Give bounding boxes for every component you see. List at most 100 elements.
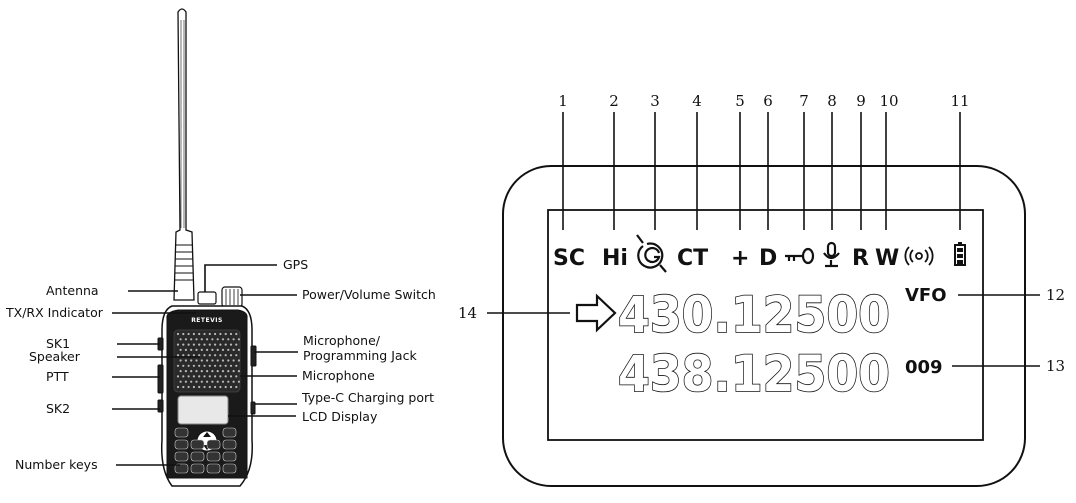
grille-hole — [184, 338, 187, 341]
grille-hole — [206, 338, 209, 341]
signal-waves-icon — [904, 246, 934, 266]
grille-hole — [187, 332, 190, 336]
label-ptt: PTT — [46, 369, 69, 384]
grille-hole — [176, 343, 180, 346]
grille-hole — [184, 348, 187, 351]
grille-hole — [206, 348, 209, 351]
grille-hole — [229, 343, 233, 346]
active-channel-arrow — [575, 293, 617, 333]
label-sk1: SK1 — [46, 336, 70, 351]
programming-jack — [250, 345, 257, 367]
grille-hole — [211, 359, 214, 362]
keypad-key — [222, 427, 237, 438]
grille-hole — [219, 332, 222, 336]
grille-hole — [195, 370, 198, 373]
grille-hole — [208, 375, 211, 378]
grille-hole — [179, 370, 182, 373]
vfo-mode-indicator: VFO — [905, 285, 947, 306]
grille-hole — [206, 370, 209, 373]
grille-hole — [214, 354, 217, 357]
grille-hole — [216, 348, 219, 351]
grille-hole — [227, 380, 230, 383]
grille-hole — [214, 332, 217, 336]
number-keys — [174, 427, 237, 474]
grille-hole — [190, 338, 193, 341]
grille-hole — [224, 375, 227, 378]
keypad-key — [190, 451, 205, 462]
grille-hole — [235, 364, 238, 367]
radio-illustration: RETEVIS — [157, 8, 257, 487]
grille-hole — [182, 343, 185, 346]
sk2-button — [157, 399, 164, 413]
grille-hole — [206, 380, 209, 383]
lcd-number-13: 13 — [1046, 357, 1065, 375]
grille-hole — [224, 364, 227, 367]
grille-hole — [224, 343, 227, 346]
channel-number: 009 — [905, 357, 943, 378]
keypad-key — [190, 463, 205, 474]
grille-hole — [214, 343, 217, 346]
grille-hole — [200, 359, 203, 362]
grille-hole — [179, 338, 182, 341]
grille-hole — [176, 385, 180, 389]
label-lcd-display: LCD Display — [302, 409, 378, 424]
scan-icon: SC — [553, 246, 585, 271]
grille-hole — [182, 364, 185, 367]
grille-hole — [219, 385, 222, 389]
grille-hole — [208, 343, 211, 346]
grille-hole — [192, 375, 195, 378]
ptt-button — [157, 364, 164, 394]
grille-hole — [184, 370, 187, 373]
grille-hole — [179, 348, 182, 351]
grille-hole — [198, 375, 201, 378]
grille-hole — [232, 370, 235, 373]
lcd-number-9: 9 — [856, 92, 866, 110]
grille-hole — [198, 332, 201, 336]
gps-module — [197, 291, 217, 305]
grille-hole — [214, 375, 217, 378]
grille-hole — [221, 380, 225, 383]
grille-hole — [224, 385, 227, 389]
grille-hole — [190, 370, 193, 373]
keypad-key — [174, 451, 189, 462]
grille-hole — [235, 343, 238, 346]
keypad-key — [222, 439, 237, 450]
lcd-number-2: 2 — [609, 92, 619, 110]
lcd-number-8: 8 — [827, 92, 837, 110]
grille-hole — [176, 332, 180, 336]
radio-lcd — [177, 395, 229, 425]
grille-hole — [237, 370, 240, 373]
grille-hole — [187, 354, 190, 357]
grille-hole — [229, 354, 233, 357]
grille-hole — [203, 385, 206, 389]
grille-hole — [219, 354, 222, 357]
type-c-port — [250, 401, 256, 415]
grille-hole — [211, 338, 214, 341]
grille-hole — [206, 359, 209, 362]
grille-hole — [232, 359, 235, 362]
grille-hole — [227, 359, 230, 362]
lcd-number-14: 14 — [458, 304, 477, 322]
grille-hole — [208, 364, 211, 367]
grille-hole — [229, 375, 233, 378]
grille-hole — [208, 385, 211, 389]
grille-hole — [208, 332, 211, 336]
vox-microphone-icon — [823, 241, 840, 268]
grille-hole — [219, 364, 222, 367]
grille-hole — [195, 380, 198, 383]
keypad-key — [206, 463, 221, 474]
lcd-number-10: 10 — [879, 92, 898, 110]
grille-hole — [229, 332, 233, 336]
grille-hole — [176, 375, 180, 378]
lcd-number-5: 5 — [735, 92, 745, 110]
keypad-key — [190, 439, 205, 450]
grille-hole — [192, 364, 195, 367]
grille-hole — [198, 385, 201, 389]
gps-icon — [636, 234, 667, 273]
lcd-number-12: 12 — [1046, 286, 1065, 304]
grille-hole — [187, 364, 190, 367]
grille-hole — [224, 354, 227, 357]
grille-hole — [216, 370, 219, 373]
radio-callout-lines — [112, 264, 298, 466]
